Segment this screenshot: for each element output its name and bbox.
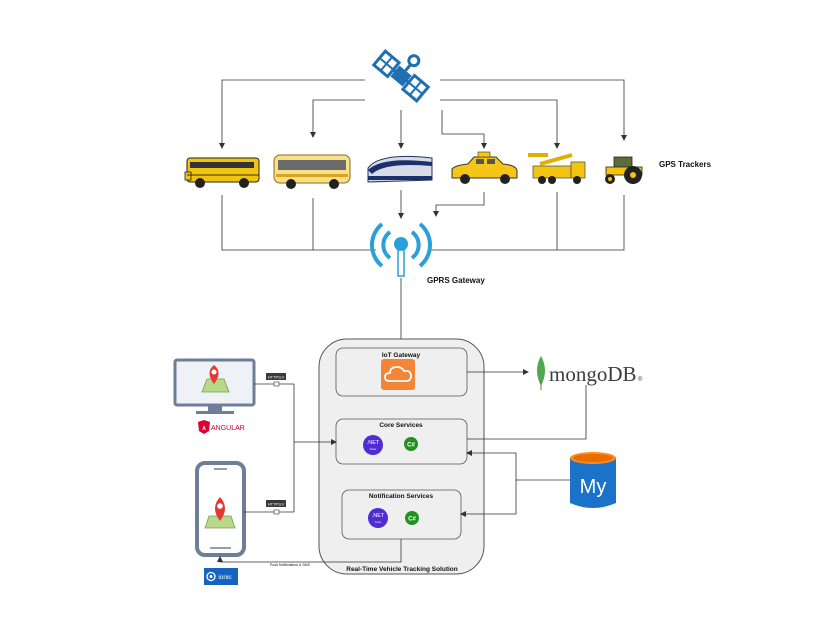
angular-label: ANGULAR [211,425,245,432]
mongodb-wordmark: mongoDB [549,362,637,386]
csharp-label: C# [407,443,415,449]
angular-logo-icon: A [198,420,210,434]
monitor-map-icon [173,358,256,414]
mongodb-leaf-icon [537,356,545,386]
gps-trackers-label: GPS Trackers [659,160,712,169]
satellite-links [219,79,627,149]
mongo-to-core-link [467,385,587,440]
csharp-icon [405,511,419,525]
dotnet-label: .NET [367,440,380,446]
gprs-gateway-label: GPRS Gateway [427,276,485,285]
core-services-label: Core Services [379,422,423,429]
satellite-icon [371,48,431,104]
mysql-label: My [580,476,607,498]
phone-map-icon [195,461,246,557]
crane-truck-icon [528,153,586,184]
ionic-label: ionic [218,574,232,581]
ionic-logo-icon: ionic [204,568,238,585]
https-label: HTTPS:// [268,375,285,380]
dotnet-sub-label: Core [370,447,377,451]
solution-title: Real-Time Vehicle Tracking Solution [346,566,458,573]
notification-services-label: Notification Services [369,493,434,500]
https-badge [266,500,286,507]
train-icon [367,155,433,183]
mysql-to-core-link [466,450,570,481]
tractor-icon [605,156,643,184]
coach-bus-icon [273,154,351,189]
school-bus-icon [184,157,260,188]
svg-text:A: A [202,426,206,432]
mongodb-registered-mark: ® [638,376,643,383]
cloud-icon [381,359,415,390]
dotnet-label: .NET [372,513,385,519]
push-link [217,539,402,563]
mysql-to-notification-link [460,480,517,517]
mysql-db-icon: My [570,452,616,508]
taxi-icon [451,151,518,184]
dotnet-icon [363,435,383,455]
csharp-label: C# [408,517,416,523]
https-badge [266,373,286,380]
https-label: HTTPS:// [268,502,285,507]
wifi-tower-icon [369,222,433,277]
dotnet-icon [368,508,388,528]
dotnet-sub-label: Core [375,520,382,524]
iot-gateway-label: IoT Gateway [382,352,421,359]
vehicle-links [221,190,625,251]
csharp-icon [404,437,418,451]
push-label: Push Notifications & SMS [270,563,311,567]
